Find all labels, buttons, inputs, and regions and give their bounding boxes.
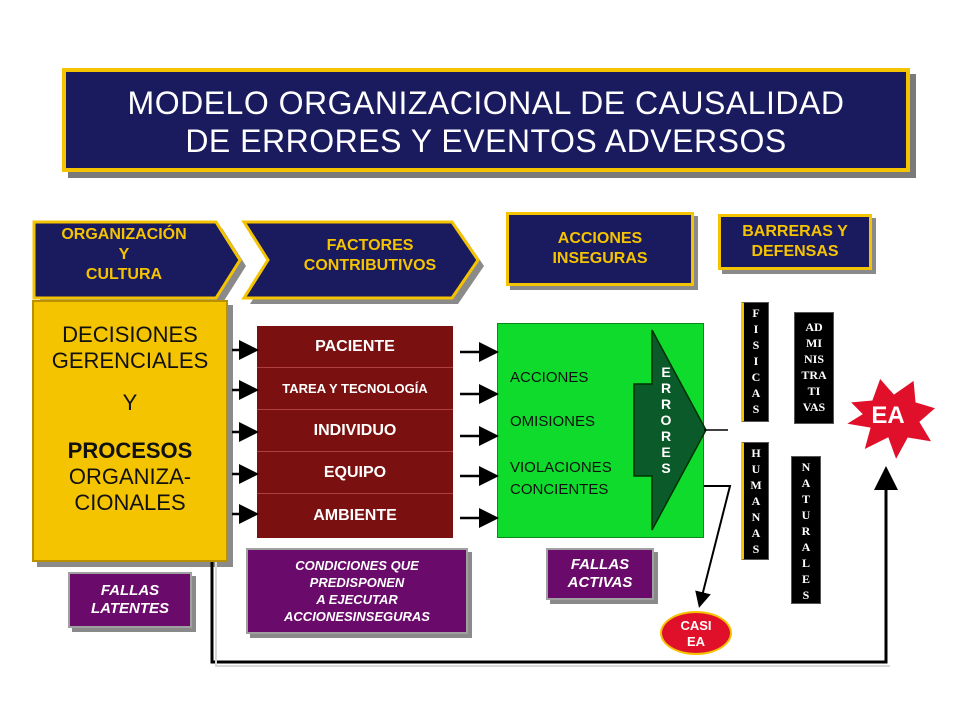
header-organizacion-l2: Y [118, 246, 130, 263]
header-barreras-l1: BARRERAS Y [742, 223, 848, 240]
header-barreras-l2: DEFENSAS [751, 243, 839, 260]
fallas-latentes-l2: LATENTES [90, 600, 170, 617]
title-line-1: MODELO ORGANIZACIONAL DE CAUSALIDAD [127, 85, 845, 121]
barrera-naturales: N A T U R A L E S [791, 456, 821, 604]
administrativas-part: MI [806, 336, 822, 350]
errores-letter: O [660, 412, 672, 428]
header-factores: FACTORES CONTRIBUTIVOS [280, 228, 460, 284]
factor-paciente: PACIENTE [257, 326, 453, 368]
casi-ea: CASI EA [660, 611, 732, 655]
fisicas-letter: I [753, 322, 759, 336]
header-organizacion: ORGANIZACIÓN Y CULTURA [34, 222, 214, 288]
fisicas-letter: F [752, 306, 760, 320]
condiciones-l2: PREDISPONEN [309, 575, 405, 590]
title-line-2: DE ERRORES Y EVENTOS ADVERSOS [185, 123, 787, 159]
header-acciones-l2: INSEGURAS [552, 250, 648, 267]
humanas-letter: S [752, 542, 760, 556]
header-organizacion-l1: ORGANIZACIÓN [61, 226, 187, 243]
header-factores-l2: CONTRIBUTIVOS [303, 257, 437, 274]
condiciones-l1: CONDICIONES QUE [295, 558, 419, 573]
fallas-activas-l1: FALLAS [570, 556, 630, 573]
header-organizacion-shape [32, 220, 246, 304]
fisicas-letter: S [752, 338, 760, 352]
header-acciones-l1: ACCIONES [557, 230, 643, 247]
errores-letter: E [661, 444, 671, 460]
humanas-letter: M [750, 478, 762, 492]
header-acciones: ACCIONES INSEGURAS [506, 212, 694, 286]
casi-ea-l2: EA [686, 634, 706, 649]
naturales-letter: N [801, 460, 811, 474]
errores-letter: E [661, 364, 671, 380]
header-organizacion-l3: CULTURA [85, 266, 163, 283]
condiciones-box: CONDICIONES QUE PREDISPONEN A EJECUTAR A… [246, 548, 468, 634]
ea-label: EA [871, 402, 905, 429]
factor-ambiente: AMBIENTE [257, 494, 453, 538]
header-barreras: BARRERAS Y DEFENSAS [718, 214, 872, 270]
naturales-letter: A [801, 540, 811, 554]
fallas-latentes-l1: FALLAS [100, 582, 160, 599]
decisiones-l4: PROCESOS [67, 438, 193, 463]
errores-letter: R [660, 396, 672, 412]
factor-equipo: EQUIPO [257, 452, 453, 494]
decisiones-box: DECISIONES GERENCIALES Y PROCESOS ORGANI… [32, 300, 228, 562]
condiciones-l3: A EJECUTAR [316, 592, 398, 607]
barrera-administrativas: AD MI NIS TRA TI VAS [794, 312, 834, 424]
fisicas-letter: I [753, 354, 759, 368]
accion-concientes: CONCIENTES [510, 481, 609, 498]
errores-label: E R R O R E S [656, 364, 676, 476]
fisicas-letter: A [751, 386, 761, 400]
fallas-latentes: FALLAS LATENTES [68, 572, 192, 628]
barrera-humanas: H U M A N A S [741, 442, 769, 560]
administrativas-part: AD [805, 320, 823, 334]
decisiones-l6: CIONALES [74, 490, 186, 515]
fallas-activas: FALLAS ACTIVAS [546, 548, 654, 600]
decisiones-l1: DECISIONES [62, 322, 198, 347]
casi-ea-l1: CASI [680, 618, 712, 633]
humanas-letter: A [751, 494, 761, 508]
header-factores-l1: FACTORES [326, 237, 414, 254]
administrativas-part: TI [807, 384, 821, 398]
factor-tarea-tecnologia: TAREA Y TECNOLOGÍA [257, 368, 453, 410]
humanas-letter: A [751, 526, 761, 540]
ea-starburst [844, 377, 938, 462]
errores-letter: R [660, 428, 672, 444]
administrativas-part: NIS [803, 352, 824, 366]
fisicas-letter: S [752, 402, 760, 416]
fallas-activas-l2: ACTIVAS [567, 574, 633, 591]
humanas-letter: U [751, 462, 761, 476]
header-factores-shape [241, 220, 484, 304]
administrativas-part: TRA [801, 368, 827, 382]
naturales-letter: L [801, 556, 810, 570]
barrera-fisicas: F I S I C A S [741, 302, 769, 422]
naturales-letter: S [802, 588, 810, 602]
accion-acciones: ACCIONES [510, 369, 589, 386]
factor-individuo: INDIVIDUO [257, 410, 453, 452]
naturales-letter: U [801, 508, 811, 522]
naturales-letter: A [801, 476, 811, 490]
factor-to-acciones-arrows [460, 342, 499, 528]
naturales-letter: R [801, 524, 811, 538]
fisicas-letter: C [751, 370, 761, 384]
humanas-letter: N [751, 510, 761, 524]
condiciones-l4: ACCIONESINSEGURAS [284, 609, 430, 624]
accion-omisiones: OMISIONES [510, 413, 596, 430]
decisiones-l2: GERENCIALES [51, 348, 209, 373]
accion-violaciones: VIOLACIONES [510, 459, 612, 476]
errores-letter: S [661, 460, 671, 476]
humanas-letter: H [751, 446, 761, 460]
errores-letter: R [660, 380, 672, 396]
naturales-letter: E [801, 572, 810, 586]
decisiones-l3: Y [122, 390, 138, 415]
decisiones-l5: ORGANIZA- [68, 464, 192, 489]
decision-to-factor-arrows [232, 340, 259, 524]
administrativas-part: VAS [802, 400, 826, 414]
naturales-letter: T [801, 492, 810, 506]
diagram-title: MODELO ORGANIZACIONAL DE CAUSALIDAD DE E… [62, 68, 910, 172]
